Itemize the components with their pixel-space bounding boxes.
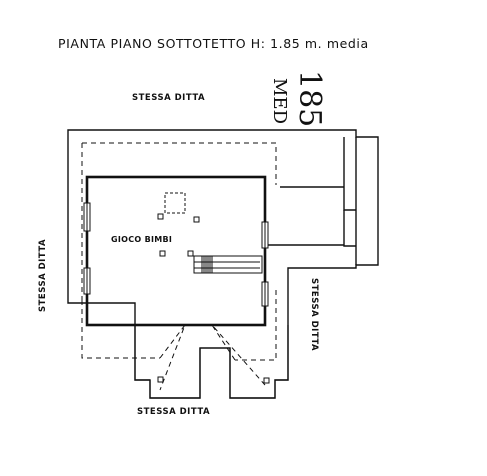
window-left-lower xyxy=(83,267,91,295)
window-right-upper xyxy=(261,221,269,249)
column-markers xyxy=(157,213,200,257)
label-neighbor-top: STESSA DITTA xyxy=(132,93,205,103)
plan-title: PIANTA PIANO SOTTOTETTO H: 1.85 m. media xyxy=(58,36,369,51)
room-walls xyxy=(85,175,267,327)
bay-markers xyxy=(157,376,270,384)
label-neighbor-right: STESSA DITTA xyxy=(309,278,319,351)
handwritten-height-unit: MED xyxy=(269,78,290,124)
label-neighbor-bottom: STESSA DITTA xyxy=(137,407,210,417)
bay-wings xyxy=(134,325,289,399)
room-label: GIOCO BIMBI xyxy=(111,235,172,244)
label-neighbor-left: STESSA DITTA xyxy=(38,239,48,312)
staircase xyxy=(193,255,263,274)
skylight xyxy=(164,192,186,214)
handwritten-height-value: 185 xyxy=(292,70,327,127)
window-left-upper xyxy=(83,202,91,232)
eaves-dashed-line xyxy=(81,142,277,391)
window-right-lower xyxy=(261,281,269,307)
